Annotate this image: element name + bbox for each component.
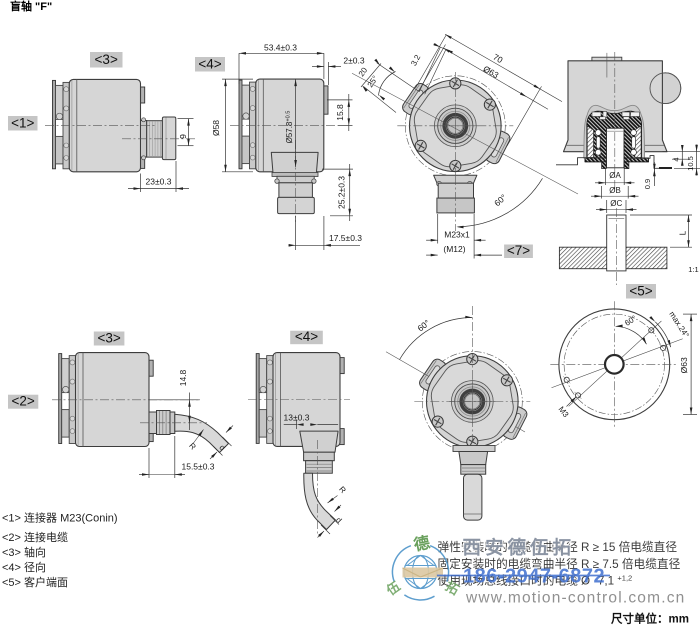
svg-text:<3> 轴向: <3> 轴向 — [2, 545, 46, 559]
svg-text:(M12): (M12) — [443, 244, 465, 254]
svg-text:Ø58: Ø58 — [211, 120, 221, 136]
svg-text:<5> 客户端面: <5> 客户端面 — [2, 575, 68, 589]
svg-text:23±0.3: 23±0.3 — [146, 177, 172, 187]
svg-text:L: L — [679, 230, 688, 235]
svg-text:盲轴 "F": 盲轴 "F" — [10, 0, 52, 13]
svg-text:2±0.3: 2±0.3 — [343, 56, 364, 66]
svg-text:固定安装时的电缆弯曲半径 R ≥ 7.5 倍电缆直径: 固定安装时的电缆弯曲半径 R ≥ 7.5 倍电缆直径 — [438, 557, 681, 571]
svg-text:M23x1: M23x1 — [444, 229, 470, 239]
svg-text:186-2947-6872: 186-2947-6872 — [463, 566, 605, 588]
svg-text:4: 4 — [672, 157, 681, 161]
svg-text:德: 德 — [412, 533, 432, 555]
svg-text:d: d — [218, 443, 228, 453]
svg-text:ØB: ØB — [609, 186, 621, 195]
svg-text:d: d — [334, 515, 344, 525]
svg-text:Ø57.8+0.5: Ø57.8+0.5 — [285, 111, 294, 144]
svg-text:15.5±0.3: 15.5±0.3 — [181, 462, 214, 472]
svg-text:西安德伍拓: 西安德伍拓 — [463, 537, 576, 558]
svg-text:ØC: ØC — [610, 199, 622, 208]
svg-text:Ø63: Ø63 — [679, 357, 689, 373]
svg-text:70: 70 — [491, 52, 504, 66]
svg-text:<4> 径向: <4> 径向 — [2, 560, 46, 574]
svg-text:尺寸单位：mm: 尺寸单位：mm — [611, 612, 689, 626]
svg-text:<1>: <1> — [11, 115, 34, 130]
svg-text:<5>: <5> — [629, 283, 652, 298]
svg-text:15.8: 15.8 — [335, 104, 345, 121]
svg-text:弹性安装时的电缆弯曲半径 R ≥ 15 倍电缆直径: 弹性安装时的电缆弯曲半径 R ≥ 15 倍电缆直径 — [438, 540, 678, 554]
svg-text:25.2±0.3: 25.2±0.3 — [337, 176, 347, 209]
svg-text:<4>: <4> — [198, 56, 221, 71]
svg-text:拓: 拓 — [443, 578, 462, 597]
svg-text:14.8: 14.8 — [178, 369, 188, 386]
svg-text:10.5: 10.5 — [686, 156, 695, 171]
svg-text:<2> 连接电缆: <2> 连接电缆 — [2, 531, 68, 544]
svg-text:13±0.3: 13±0.3 — [284, 413, 310, 423]
svg-text:R: R — [187, 441, 198, 451]
svg-text:<2>: <2> — [11, 394, 34, 409]
svg-text:使用现场总线接口时的电缆 Ø 7,1 +1,2: 使用现场总线接口时的电缆 Ø 7,1 +1,2 — [438, 574, 633, 588]
svg-text:ØA: ØA — [609, 171, 621, 180]
svg-text:<3>: <3> — [97, 330, 120, 345]
svg-text:<4>: <4> — [295, 329, 318, 344]
svg-text:0.9: 0.9 — [643, 179, 652, 189]
svg-text:R: R — [337, 485, 348, 495]
svg-text:<7>: <7> — [507, 243, 530, 258]
svg-text:www.motion-control.com.cn: www.motion-control.com.cn — [465, 590, 686, 607]
svg-text:17.5±0.3: 17.5±0.3 — [329, 233, 362, 243]
svg-text:1:1: 1:1 — [688, 265, 698, 274]
svg-text:<1> 连接器 M23(Conin): <1> 连接器 M23(Conin) — [2, 512, 118, 525]
svg-text:9: 9 — [178, 134, 188, 139]
svg-text:<3>: <3> — [95, 52, 118, 67]
svg-text:53.4±0.3: 53.4±0.3 — [264, 42, 297, 52]
